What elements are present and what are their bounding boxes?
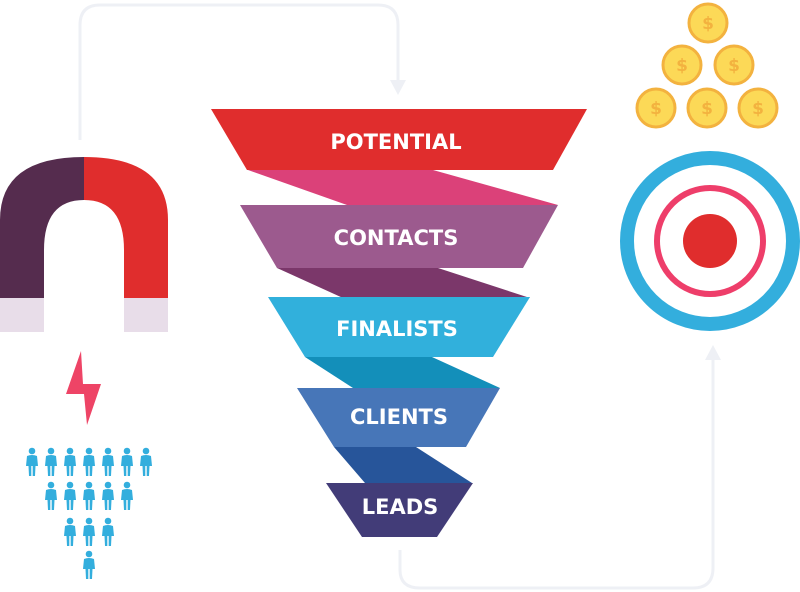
stage-label-potential: POTENTIAL xyxy=(330,130,461,154)
flow-line-bottom xyxy=(398,355,715,590)
stage-label-finalists: FINALISTS xyxy=(336,317,458,341)
person-icon xyxy=(83,481,95,510)
funnel-stage-clients xyxy=(297,388,500,447)
dollar-sign-icon: $ xyxy=(728,56,740,76)
coin-icon xyxy=(661,44,703,86)
coin-icon xyxy=(687,2,729,44)
funnel-connector-1 xyxy=(248,170,558,205)
person-icon xyxy=(102,447,114,476)
person-icon xyxy=(102,481,114,510)
target-icon xyxy=(620,151,800,331)
coin-icon xyxy=(737,87,779,129)
funnel-stage-potential xyxy=(211,109,587,170)
funnel-connector-3 xyxy=(305,357,500,388)
person-icon xyxy=(83,517,95,546)
person-icon xyxy=(45,481,57,510)
magnet-icon xyxy=(0,157,168,332)
person-icon xyxy=(64,517,76,546)
funnel-connector-2 xyxy=(277,268,530,298)
flow-line-top xyxy=(78,3,400,140)
funnel: POTENTIAL CONTACTS FINALISTS CLIENTS LEA… xyxy=(211,109,587,537)
lightning-icon xyxy=(66,351,101,425)
funnel-stage-contacts xyxy=(240,205,558,268)
person-icon xyxy=(121,447,133,476)
funnel-stage-leads xyxy=(326,483,473,537)
dollar-sign-icon: $ xyxy=(676,56,688,76)
stage-label-contacts: CONTACTS xyxy=(334,226,459,250)
dollar-sign-icon: $ xyxy=(702,14,714,34)
arrow-up-icon xyxy=(705,345,721,360)
coins-stack: $ $ $ $ $ $ xyxy=(635,2,779,129)
dollar-sign-icon: $ xyxy=(701,99,713,119)
people-group xyxy=(26,447,152,579)
person-icon xyxy=(45,447,57,476)
coin-icon xyxy=(713,44,755,86)
funnel-connector-4 xyxy=(334,447,472,483)
coin-icon xyxy=(686,87,728,129)
coin-icon xyxy=(635,87,677,129)
person-icon xyxy=(102,517,114,546)
person-icon xyxy=(140,447,152,476)
person-icon xyxy=(64,447,76,476)
dollar-sign-icon: $ xyxy=(650,99,662,119)
person-icon xyxy=(83,447,95,476)
person-icon xyxy=(64,481,76,510)
funnel-stage-finalists xyxy=(268,297,530,357)
dollar-sign-icon: $ xyxy=(752,99,764,119)
stage-label-leads: LEADS xyxy=(362,495,439,519)
arrow-down-icon xyxy=(390,80,406,95)
person-icon xyxy=(83,550,95,579)
person-icon xyxy=(26,447,38,476)
stage-label-clients: CLIENTS xyxy=(350,405,448,429)
person-icon xyxy=(121,481,133,510)
